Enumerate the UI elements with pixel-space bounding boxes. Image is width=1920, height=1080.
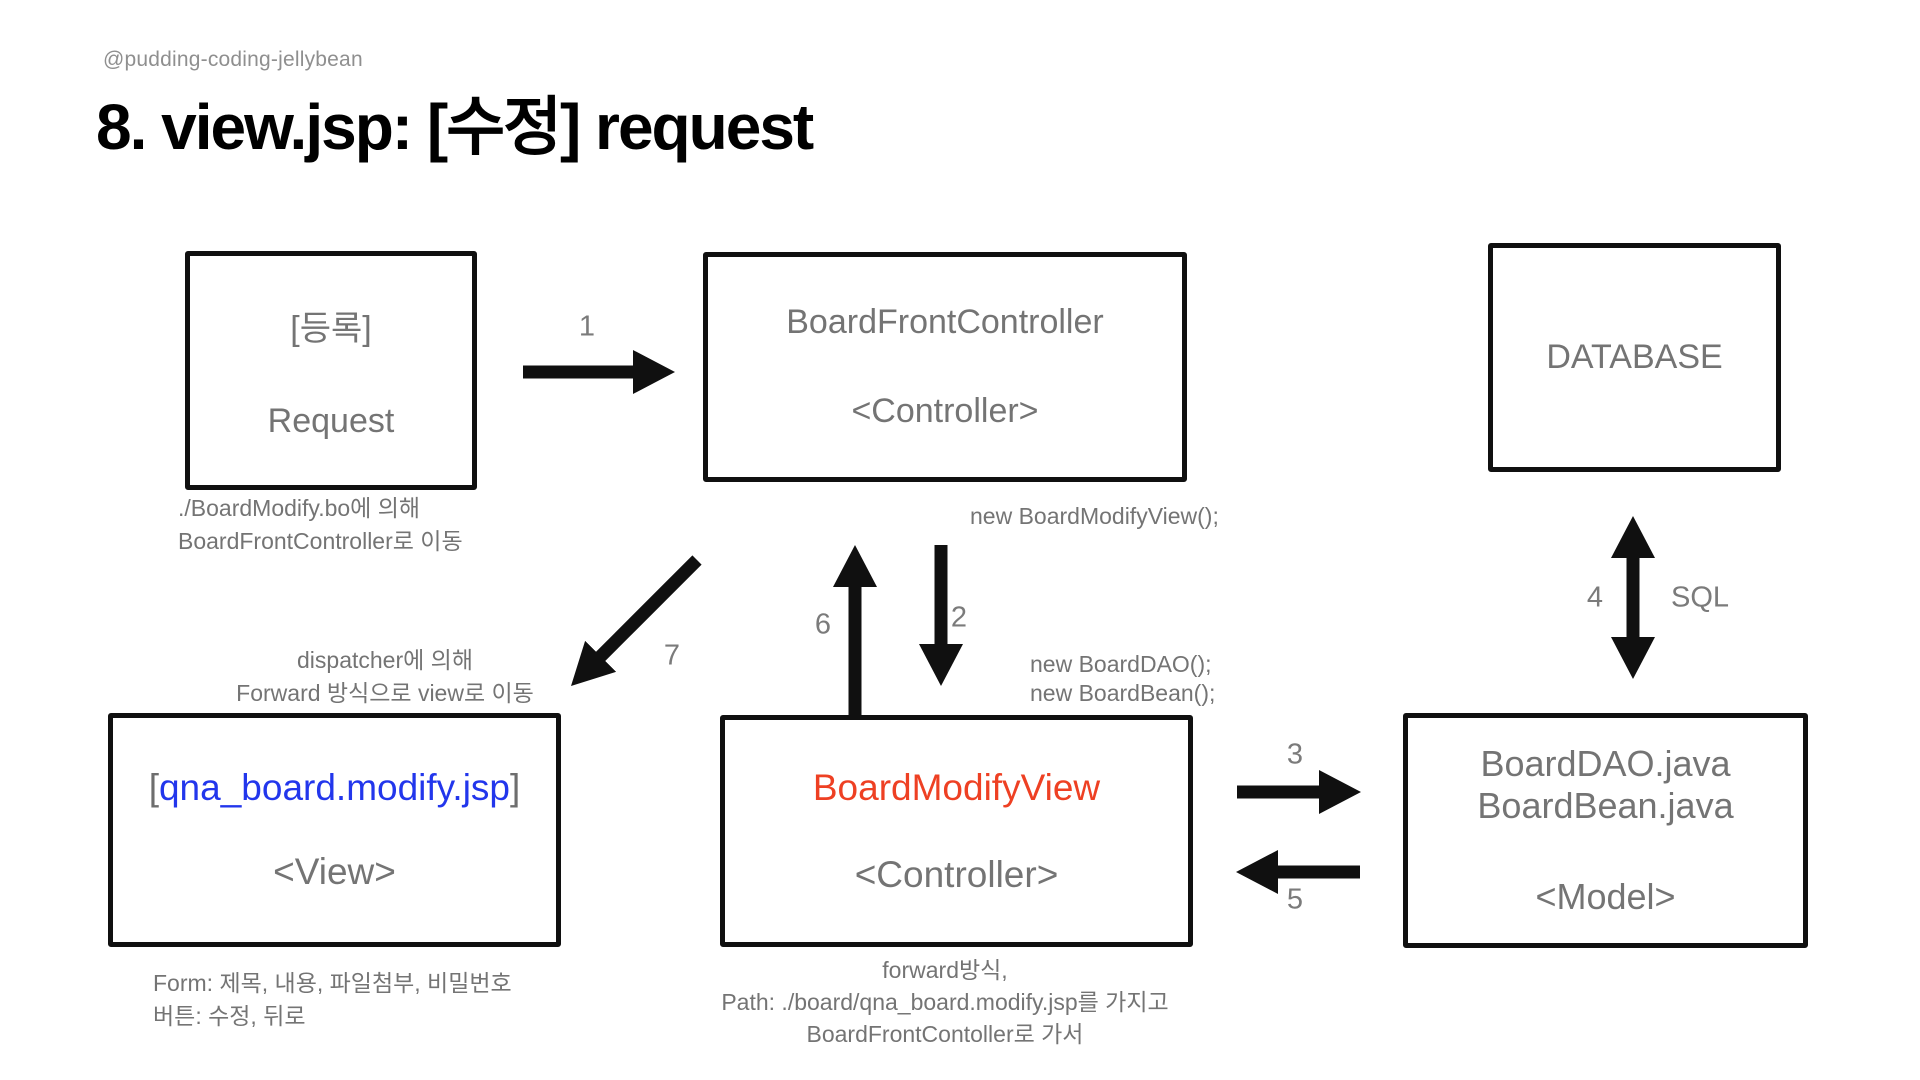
dispatcher-note-line1: dispatcher에 의해 — [297, 647, 473, 673]
view-box-subtitle: <View> — [273, 851, 396, 892]
view-box-bracket-open: [ — [148, 767, 159, 808]
form-note-line2: 버튼: 수정, 뒤로 — [153, 1003, 306, 1029]
front-controller-box-title: BoardFrontController — [786, 303, 1104, 341]
sql-label: SQL — [1670, 581, 1730, 614]
author-handle: @pudding-coding-jellybean — [103, 48, 363, 71]
dispatcher-note-line2: Forward 방식으로 view로 이동 — [236, 680, 534, 706]
view-box-jsp-name: qna_board.modify.jsp — [158, 767, 511, 808]
form-note: Form: 제목, 내용, 파일첨부, 비밀번호 버튼: 수정, 뒤로 — [153, 967, 512, 1033]
arrow-label-4: 4 — [1586, 581, 1604, 614]
arrow-label-1: 1 — [578, 310, 596, 343]
request-note: ./BoardModify.bo에 의해 BoardFrontControlle… — [178, 492, 463, 558]
arrow-label-5: 5 — [1286, 883, 1304, 916]
forward-note: forward방식, Path: ./board/qna_board.modif… — [680, 954, 1210, 1050]
arrow-label-2: 2 — [950, 601, 968, 634]
new-dao-bean-note-line1: new BoardDAO(); — [1030, 651, 1212, 677]
arrow-label-3: 3 — [1286, 738, 1304, 771]
database-box-title: DATABASE — [1546, 338, 1723, 376]
form-note-line1: Form: 제목, 내용, 파일첨부, 비밀번호 — [153, 970, 512, 996]
new-dao-bean-note: new BoardDAO(); new BoardBean(); — [1030, 650, 1215, 708]
dispatcher-note: dispatcher에 의해 Forward 방식으로 view로 이동 — [165, 644, 605, 710]
arrow-label-6: 6 — [814, 608, 832, 641]
model-box-title-line1: BoardDAO.java — [1480, 743, 1731, 785]
front-controller-box: BoardFrontController <Controller> — [703, 252, 1187, 482]
request-note-line1: ./BoardModify.bo에 의해 — [178, 495, 421, 521]
new-modify-view-note: new BoardModifyView(); — [970, 503, 1219, 529]
model-box-subtitle: <Model> — [1535, 875, 1676, 917]
arrow-step7-diagonal-icon — [571, 555, 702, 686]
modify-view-box-title: BoardModifyView — [812, 766, 1101, 808]
forward-note-line1: forward방식, — [882, 957, 1008, 983]
model-box-title-line2: BoardBean.java — [1477, 785, 1734, 827]
modify-view-box-subtitle: <Controller> — [854, 853, 1059, 895]
request-box-subtitle: Request — [267, 401, 395, 440]
view-box-bracket-close: ] — [510, 767, 521, 808]
request-note-line2: BoardFrontController로 이동 — [178, 528, 463, 554]
request-box-title: [등록] — [290, 309, 372, 348]
modify-view-box: BoardModifyView <Controller> — [720, 715, 1193, 947]
front-controller-box-subtitle: <Controller> — [851, 392, 1039, 430]
forward-note-line2: Path: ./board/qna_board.modify.jsp를 가지고 — [721, 989, 1169, 1015]
forward-note-line3: BoardFrontContoller로 가서 — [806, 1021, 1084, 1047]
page-title: 8. view.jsp: [수정] request — [96, 91, 814, 163]
view-box-title: [qna_board.modify.jsp] — [149, 767, 521, 809]
database-box: DATABASE — [1488, 243, 1781, 472]
view-box: [qna_board.modify.jsp] <View> — [108, 713, 561, 947]
new-dao-bean-note-line2: new BoardBean(); — [1030, 680, 1216, 706]
model-box: BoardDAO.java BoardBean.java <Model> — [1403, 713, 1808, 948]
arrow-label-7: 7 — [663, 639, 681, 672]
request-box: [등록] Request — [185, 251, 477, 490]
